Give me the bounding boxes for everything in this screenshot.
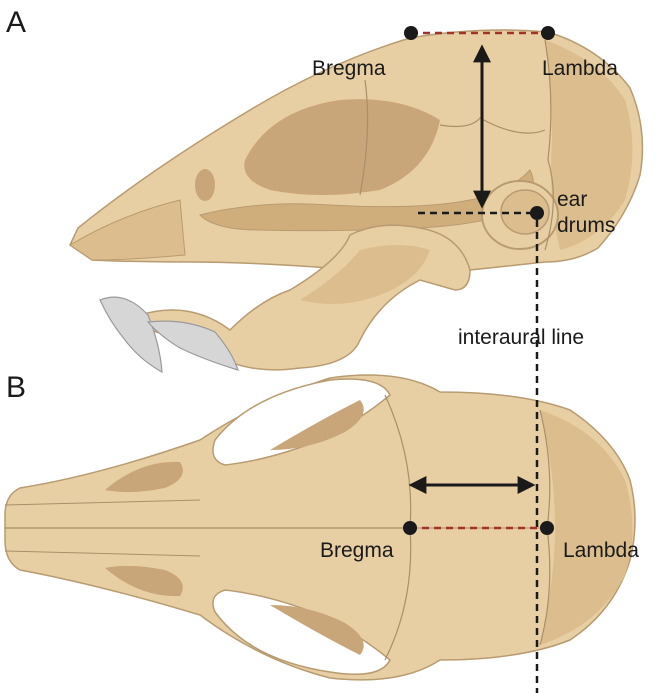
- label-bregma-top: Bregma: [312, 57, 386, 80]
- dorsal-foramen-upper: [105, 461, 183, 493]
- lateral-snout: [69, 199, 186, 261]
- annotations: [403, 26, 555, 693]
- lambda-point-bottom: [540, 521, 554, 535]
- lambda-point-top: [541, 26, 555, 40]
- lateral-foramen: [195, 169, 215, 201]
- dorsal-orbit-upper: [212, 378, 391, 466]
- bregma-point-bottom: [403, 521, 417, 535]
- panel-label-b: B: [6, 371, 26, 404]
- label-interaural-line: interaural line: [458, 326, 584, 349]
- lateral-orbit: [244, 99, 440, 195]
- lower-incisor: [146, 320, 239, 371]
- dorsal-nasal-line-top: [4, 499, 201, 506]
- dorsal-braincase-shade: [540, 410, 633, 645]
- label-drums: drums: [557, 214, 615, 237]
- lateral-suture-1: [359, 79, 369, 196]
- dorsal-foramen-lower: [105, 565, 183, 597]
- dorsal-orbit-lower-cavity: [270, 605, 364, 655]
- label-bregma-bottom: Bregma: [320, 539, 394, 562]
- ear-drum-point: [530, 206, 544, 220]
- lateral-mandible-shade: [300, 245, 430, 304]
- label-lambda-bottom: Lambda: [563, 539, 639, 562]
- panel-label-a: A: [6, 6, 26, 39]
- upper-incisor: [99, 296, 163, 374]
- lateral-skull: [69, 29, 644, 374]
- dorsal-skull: [4, 374, 636, 681]
- dorsal-orbit-upper-cavity: [270, 400, 364, 450]
- label-lambda-top: Lambda: [542, 57, 618, 80]
- label-ear: ear: [557, 188, 587, 211]
- lateral-suture-2: [544, 39, 554, 251]
- bregma-point-top: [404, 26, 418, 40]
- dorsal-orbit-lower: [212, 589, 391, 675]
- lateral-braincase-shade: [545, 40, 633, 250]
- dorsal-nasal-line-bottom: [4, 550, 201, 557]
